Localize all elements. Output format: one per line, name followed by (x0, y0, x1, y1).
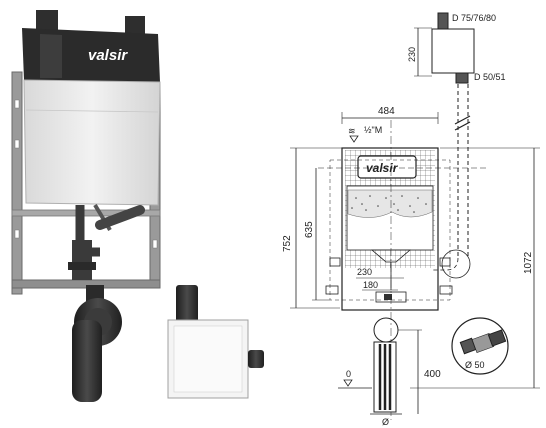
dim-outlet-diameter: Ø (382, 417, 389, 427)
cistern-frame-photo: valsir (11, 10, 161, 402)
dim-detail-diameter: Ø 50 (465, 360, 485, 370)
frame-mid-bar (11, 209, 161, 217)
dim-spacing-a: 230 (357, 267, 372, 277)
photo-brand-logo: valsir (88, 47, 128, 64)
dim-floor-depth: 400 (424, 369, 441, 380)
dim-spacing-b: 180 (363, 280, 378, 290)
dim-top-pipe: D 75/76/80 (452, 13, 496, 23)
dim-frame-width: 484 (378, 106, 395, 117)
dim-bottom-pipe: D 50/51 (474, 72, 506, 82)
dim-box-height: 230 (407, 47, 417, 62)
frame-left-rail (11, 71, 23, 295)
box-side-outlet (248, 350, 264, 368)
dim-frame-height: 752 (282, 235, 293, 252)
floor-level: 0 (346, 369, 351, 379)
thread-label: ½"M (364, 125, 382, 135)
water-symbol: ≋ (348, 126, 356, 136)
dim-inner-height: 635 (304, 221, 315, 238)
technical-drawing: D 75/76/80 230 D 50/51 484 ≋ ½"M valsir (282, 12, 540, 427)
box-top-pipe (176, 285, 198, 325)
top-box-detail (414, 12, 475, 258)
drain-pipe (72, 320, 102, 402)
flush-box-photo (167, 285, 264, 399)
dim-total-height: 1072 (523, 251, 534, 274)
drawing-frame (341, 147, 439, 311)
cistern-tank (23, 79, 161, 206)
pipe-detail-circle (451, 317, 509, 375)
